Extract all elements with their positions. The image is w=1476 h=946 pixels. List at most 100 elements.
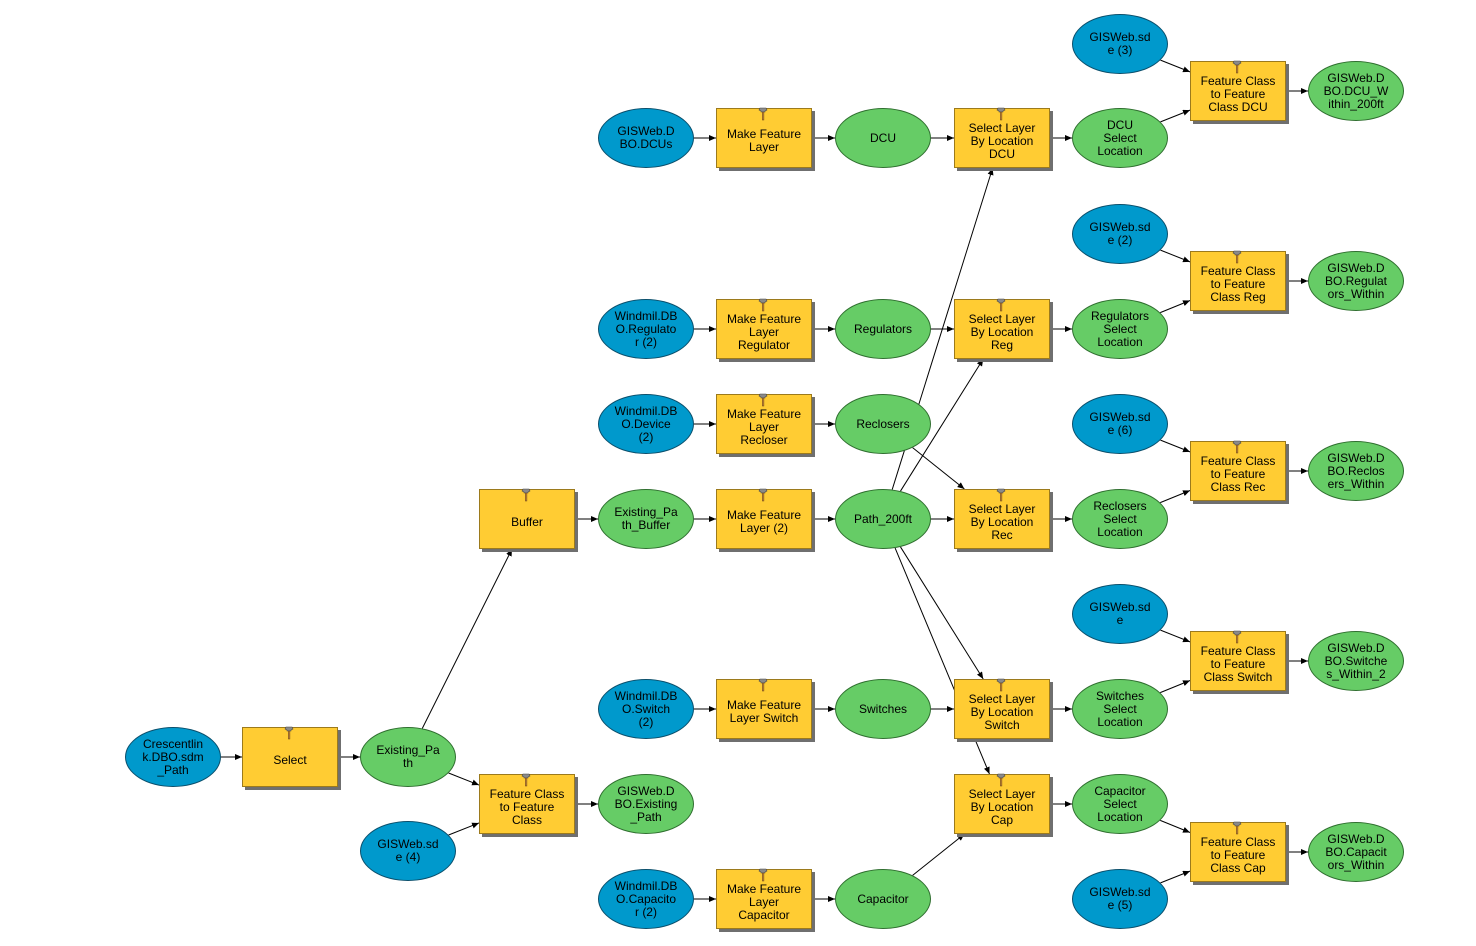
node-regsrc[interactable]: Windmil.DB O.Regulato r (2)	[598, 299, 694, 359]
hammer-icon	[1232, 821, 1242, 835]
node-sw-out[interactable]: GISWeb.D BO.Switche s_Within_2	[1308, 631, 1404, 691]
node-capsrc[interactable]: Windmil.DB O.Capacito r (2)	[598, 869, 694, 929]
node-label: Existing_Pa th	[376, 743, 440, 770]
node-label: Select Layer By Location Reg	[968, 311, 1036, 352]
node-existing-out[interactable]: GISWeb.D BO.Existing _Path	[598, 774, 694, 834]
node-reg-out[interactable]: GISWeb.D BO.Regulat ors_Within	[1308, 251, 1404, 311]
hammer-icon	[1232, 440, 1242, 454]
hammer-icon	[996, 107, 1006, 121]
hammer-icon	[758, 868, 768, 882]
node-mfl-cap[interactable]: Make Feature Layer Capacitor	[716, 868, 812, 929]
node-label: GISWeb.D BO.Existing _Path	[614, 783, 678, 824]
node-gisweb[interactable]: GISWeb.sd e	[1072, 584, 1168, 644]
edge-gisweb4-to-fc2fc	[448, 822, 480, 836]
node-existing-path[interactable]: Existing_Pa th	[360, 727, 456, 787]
node-cap-out[interactable]: GISWeb.D BO.Capacit ors_Within	[1308, 822, 1404, 882]
edge-gisweb3-to-fc-dcu	[1160, 59, 1191, 73]
node-label: Buffer	[511, 514, 543, 529]
node-gisweb2[interactable]: GISWeb.sd e (2)	[1072, 204, 1168, 264]
node-sel-rec[interactable]: Select Layer By Location Rec	[954, 488, 1050, 549]
node-label: Existing_Pa th_Buffer	[614, 505, 678, 532]
edge-path200-to-sel-reg	[900, 358, 984, 492]
node-label: Feature Class to Feature Class Switch	[1200, 643, 1276, 684]
node-label: Capacitor	[857, 891, 909, 906]
edge-rec-sel-to-fc-rec	[1160, 490, 1191, 504]
node-existing-buffer[interactable]: Existing_Pa th_Buffer	[598, 489, 694, 549]
node-label: Feature Class to Feature Class DCU	[1200, 73, 1276, 114]
node-label: Switches Select Location	[1095, 688, 1145, 729]
hammer-icon	[758, 488, 768, 502]
node-devsrc[interactable]: Windmil.DB O.Device (2)	[598, 394, 694, 454]
node-label: GISWeb.D BO.Reclos ers_Within	[1327, 450, 1385, 491]
node-switches[interactable]: Switches	[835, 679, 931, 739]
node-label: Make Feature Layer Regulator	[726, 311, 802, 352]
node-label: Windmil.DB O.Capacito r (2)	[614, 878, 678, 919]
node-regulators[interactable]: Regulators	[835, 299, 931, 359]
node-sel-dcu[interactable]: Select Layer By Location DCU	[954, 107, 1050, 168]
edge-cap-sel-to-fc-cap	[1160, 819, 1191, 833]
node-cap-sel[interactable]: Capacitor Select Location	[1072, 774, 1168, 834]
node-label: GISWeb.D BO.Capacit ors_Within	[1325, 831, 1387, 872]
node-fc2fc[interactable]: Feature Class to Feature Class	[479, 773, 575, 834]
hammer-icon	[758, 107, 768, 121]
node-fc-cap[interactable]: Feature Class to Feature Class Cap	[1190, 821, 1286, 882]
node-dcu[interactable]: DCU	[835, 108, 931, 168]
node-label: Regulators Select Location	[1090, 308, 1150, 349]
node-label: Select Layer By Location DCU	[968, 120, 1036, 161]
node-reg-sel[interactable]: Regulators Select Location	[1072, 299, 1168, 359]
node-label: Capacitor Select Location	[1094, 783, 1146, 824]
node-mfl2[interactable]: Make Feature Layer (2)	[716, 488, 812, 549]
node-path200[interactable]: Path_200ft	[835, 489, 931, 549]
node-label: Windmil.DB O.Switch (2)	[614, 688, 678, 729]
node-mfl-sw[interactable]: Make Feature Layer Switch	[716, 678, 812, 739]
node-label: GISWeb.sd e (6)	[1089, 410, 1151, 437]
node-fc-sw[interactable]: Feature Class to Feature Class Switch	[1190, 630, 1286, 691]
node-label: Make Feature Layer (2)	[726, 508, 802, 535]
edge-gisweb-to-fc-sw	[1160, 629, 1191, 643]
node-buffer[interactable]: Buffer	[479, 488, 575, 549]
node-label: Windmil.DB O.Regulato r (2)	[614, 308, 678, 349]
node-rec-sel[interactable]: Reclosers Select Location	[1072, 489, 1168, 549]
node-label: Make Feature Layer Capacitor	[726, 881, 802, 922]
node-label: Feature Class to Feature Class Rec	[1200, 453, 1276, 494]
node-label: GISWeb.sd e (2)	[1089, 220, 1151, 247]
node-reclosers[interactable]: Reclosers	[835, 394, 931, 454]
node-gisweb5[interactable]: GISWeb.sd e (5)	[1072, 869, 1168, 929]
node-crescentlink[interactable]: Crescentlin k.DBO.sdm _Path	[125, 727, 221, 787]
hammer-icon	[521, 773, 531, 787]
hammer-icon	[758, 298, 768, 312]
node-swsrc[interactable]: Windmil.DB O.Switch (2)	[598, 679, 694, 739]
edge-capacitor-to-sel-cap	[912, 833, 965, 876]
node-gisweb3[interactable]: GISWeb.sd e (3)	[1072, 14, 1168, 74]
node-sel-reg[interactable]: Select Layer By Location Reg	[954, 298, 1050, 359]
node-fc-dcu[interactable]: Feature Class to Feature Class DCU	[1190, 60, 1286, 121]
node-capacitor[interactable]: Capacitor	[835, 869, 931, 929]
node-select[interactable]: Select	[242, 726, 338, 787]
node-label: Windmil.DB O.Device (2)	[614, 403, 678, 444]
node-sel-cap[interactable]: Select Layer By Location Cap	[954, 773, 1050, 834]
node-label: Regulators	[853, 321, 913, 336]
edge-gisweb6-to-fc-rec	[1160, 439, 1191, 453]
node-rec-out[interactable]: GISWeb.D BO.Reclos ers_Within	[1308, 441, 1404, 501]
node-sw-sel[interactable]: Switches Select Location	[1072, 679, 1168, 739]
node-gisweb6[interactable]: GISWeb.sd e (6)	[1072, 394, 1168, 454]
node-fc-reg[interactable]: Feature Class to Feature Class Reg	[1190, 250, 1286, 311]
node-label: GISWeb.sd e (3)	[1089, 30, 1151, 57]
hammer-icon	[758, 678, 768, 692]
hammer-icon	[1232, 250, 1242, 264]
node-mfl-dcu[interactable]: Make Feature Layer	[716, 107, 812, 168]
node-mfl-reg[interactable]: Make Feature Layer Regulator	[716, 298, 812, 359]
node-label: Crescentlin k.DBO.sdm _Path	[142, 736, 204, 777]
node-dcu-out[interactable]: GISWeb.D BO.DCU_W ithin_200ft	[1308, 61, 1404, 121]
node-dcu-sel[interactable]: DCU Select Location	[1072, 108, 1168, 168]
hammer-icon	[284, 726, 294, 740]
node-sel-sw[interactable]: Select Layer By Location Switch	[954, 678, 1050, 739]
node-dcus[interactable]: GISWeb.D BO.DCUs	[598, 108, 694, 168]
hammer-icon	[521, 488, 531, 502]
edge-gisweb2-to-fc-reg	[1160, 249, 1191, 263]
node-fc-rec[interactable]: Feature Class to Feature Class Rec	[1190, 440, 1286, 501]
node-mfl-rec[interactable]: Make Feature Layer Recloser	[716, 393, 812, 454]
edge-dcu-sel-to-fc-dcu	[1160, 109, 1191, 123]
node-label: Select Layer By Location Cap	[968, 786, 1036, 827]
node-gisweb4[interactable]: GISWeb.sd e (4)	[360, 821, 456, 881]
